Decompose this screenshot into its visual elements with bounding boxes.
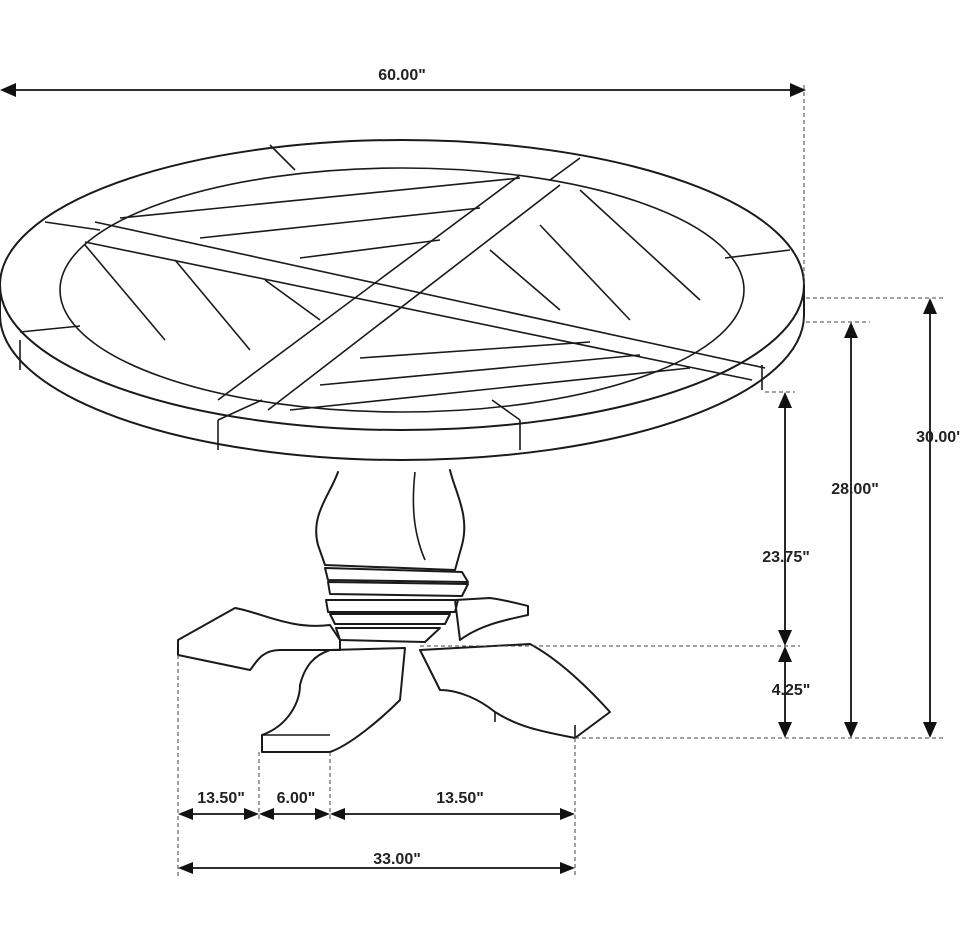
- dim-overall-width: [0, 83, 806, 285]
- dim-column-height: [778, 392, 792, 646]
- dim-overall-height: [923, 298, 937, 738]
- dim-foot-row: [178, 808, 575, 820]
- label-base-height: 4.25": [772, 682, 811, 699]
- pedestal: [315, 469, 469, 643]
- base-feet: [177, 597, 611, 753]
- dim-apron-height: [844, 322, 858, 738]
- label-foot-left: 13.50": [197, 790, 245, 807]
- label-foot-center: 6.00": [277, 790, 316, 807]
- dim-base-height: [778, 646, 792, 738]
- label-overall-height: 30.00': [916, 429, 960, 446]
- label-base-width: 33.00": [373, 851, 421, 868]
- label-foot-right: 13.50": [436, 790, 484, 807]
- dim-base-width: [178, 862, 575, 874]
- label-overall-width: 60.00": [378, 67, 426, 84]
- label-column-height: 23.75": [762, 549, 810, 566]
- label-apron-height: 28.00": [831, 481, 879, 498]
- table-top: [0, 139, 805, 461]
